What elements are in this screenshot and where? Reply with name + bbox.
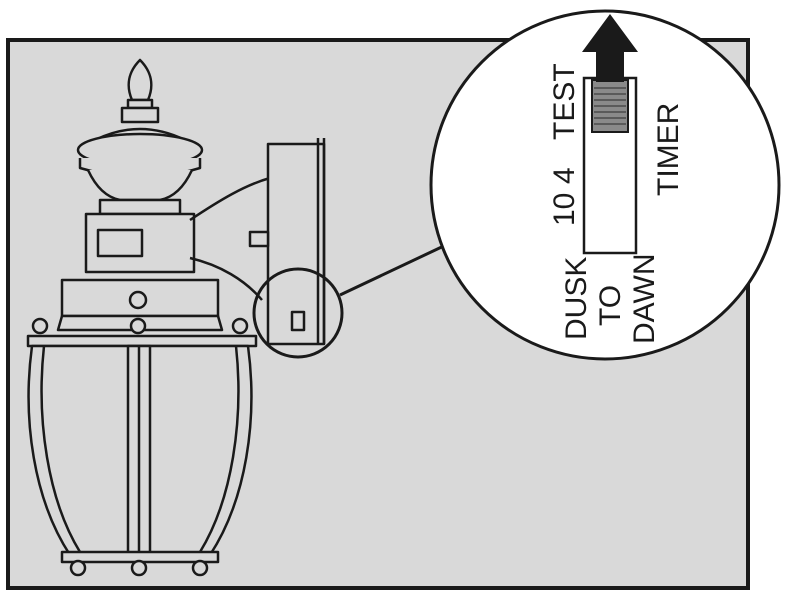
label-test: TEST [548,63,581,140]
label-dusk: DUSK [560,257,593,340]
label-10: 10 [548,193,581,226]
switch-callout-circle [252,267,344,359]
label-timer: TIMER [652,103,685,196]
lantern-fixture [26,58,326,577]
label-dawn: DAWN [628,253,661,344]
sensor-window [96,228,144,258]
label-4: 4 [548,167,581,184]
label-to: TO [594,285,627,326]
callout-connector [339,242,449,297]
up-arrow-icon [582,14,638,82]
